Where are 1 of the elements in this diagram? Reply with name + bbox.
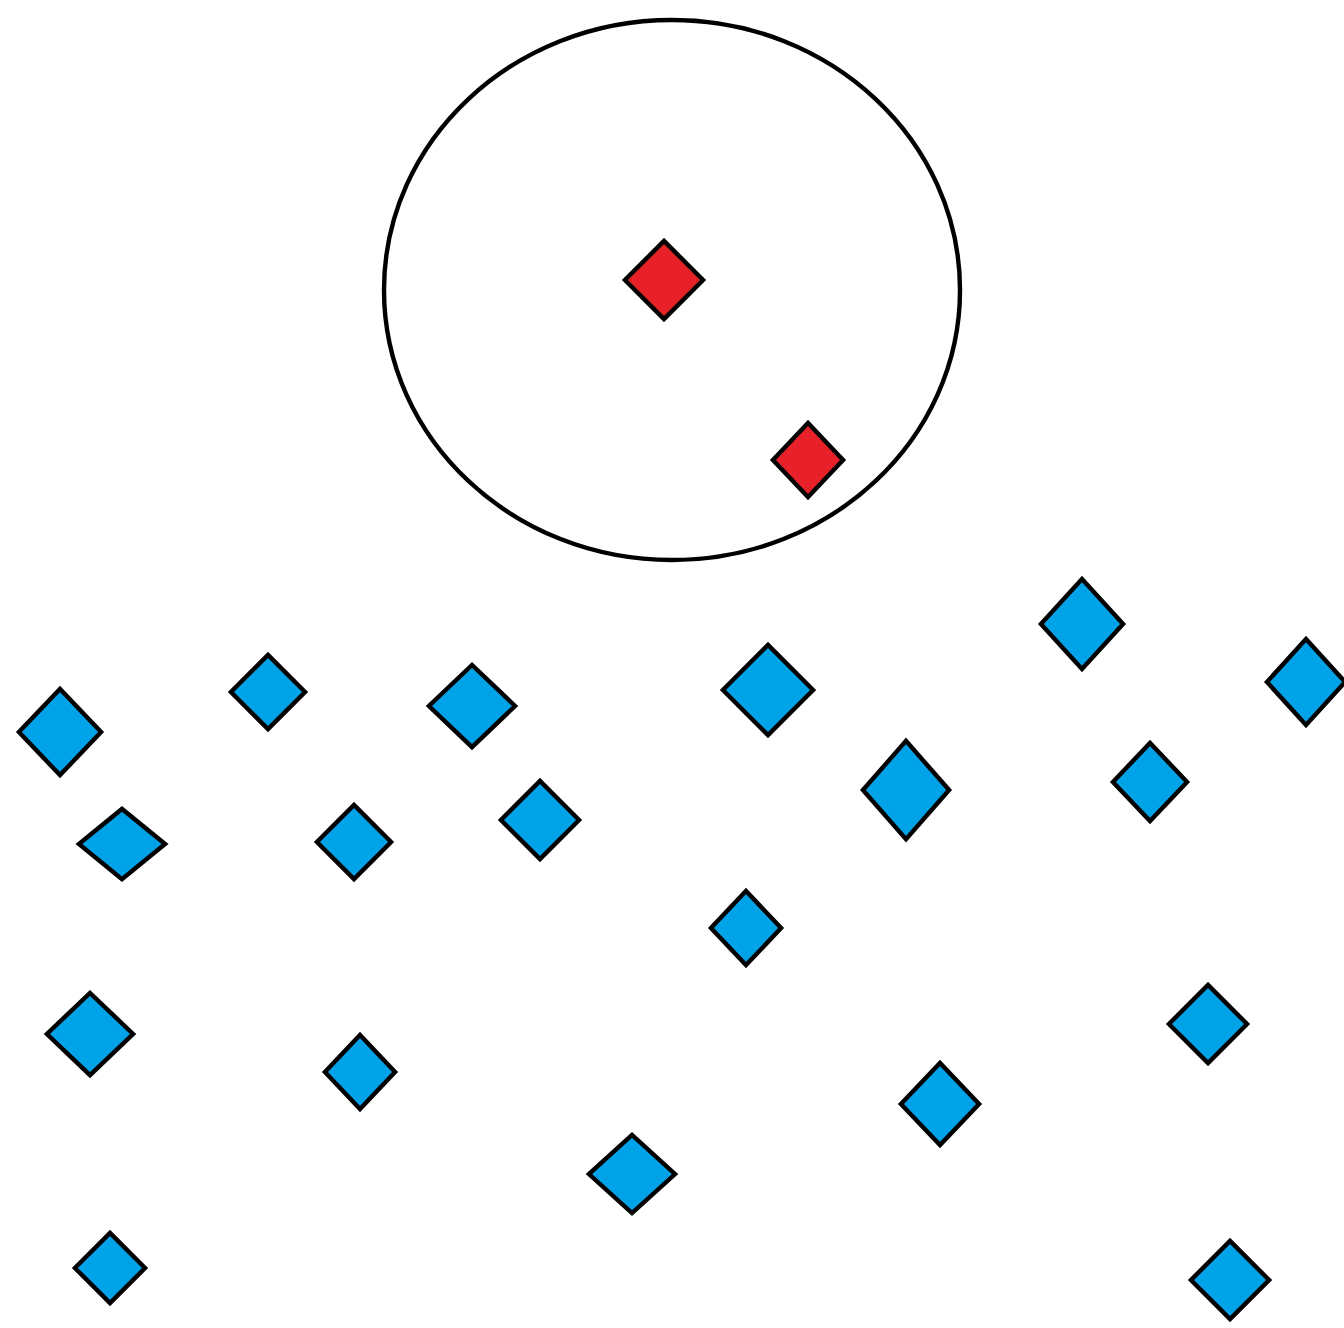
ellipse-outline: [381, 17, 963, 563]
